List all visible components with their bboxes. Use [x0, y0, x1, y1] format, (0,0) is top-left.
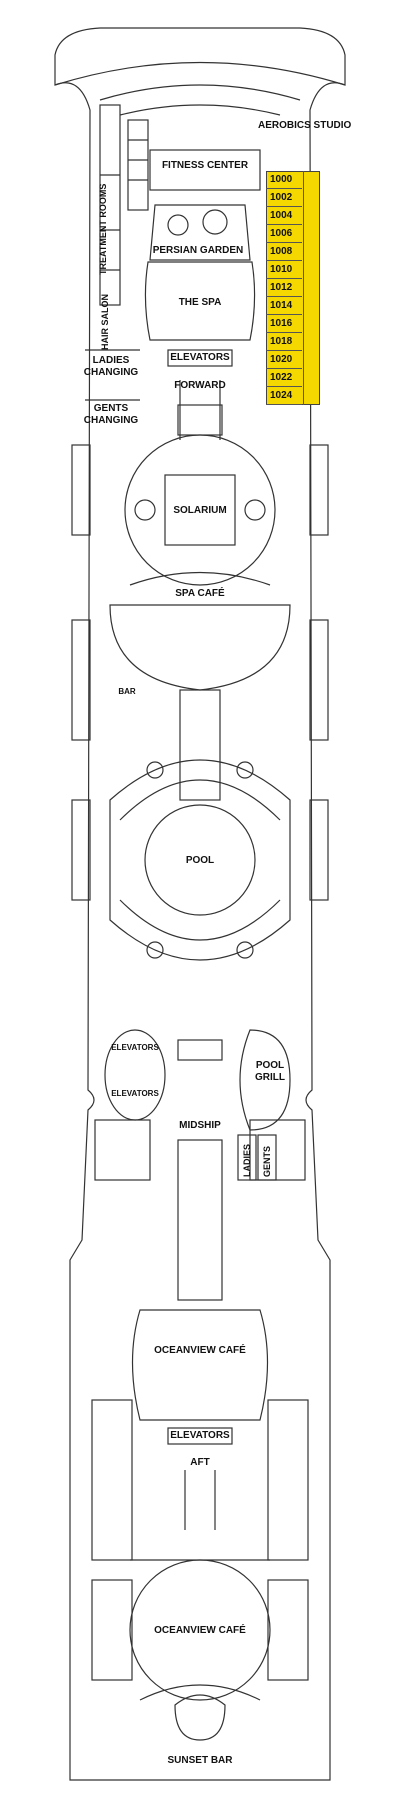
elevators-forward-label[interactable]: ELEVATORS — [170, 352, 230, 363]
cabin-1020[interactable]: 1020 — [266, 351, 302, 369]
cabin-1024[interactable]: 1024 — [266, 387, 302, 405]
pool-grill-label: POOL GRILL — [255, 1060, 285, 1083]
treatment-rooms-label: TREATMENT ROOMS — [98, 183, 108, 275]
elevators-mid-2-label[interactable]: ELEVATORS — [111, 1089, 159, 1098]
aft-label: AFT — [190, 1457, 210, 1468]
aerobics-studio-label: AEROBICS STUDIO — [258, 120, 352, 131]
gents-changing-label: GENTS CHANGING — [83, 403, 139, 426]
cabin-1012[interactable]: 1012 — [266, 279, 302, 297]
the-spa-label: THE SPA — [178, 297, 222, 308]
elevators-mid-1-label[interactable]: ELEVATORS — [111, 1043, 159, 1052]
midship-label: MIDSHIP — [179, 1120, 221, 1131]
hair-salon-label: HAIR SALON — [100, 294, 110, 350]
fitness-center-label: FITNESS CENTER — [161, 160, 249, 171]
cabin-1004[interactable]: 1004 — [266, 207, 302, 225]
cabin-block — [266, 171, 320, 405]
bar-label: BAR — [118, 687, 136, 696]
sunset-bar-label: SUNSET BAR — [167, 1755, 233, 1766]
ladies-label: LADIES — [242, 1143, 252, 1177]
cabin-divider — [303, 171, 304, 405]
solarium-label: SOLARIUM — [173, 505, 227, 516]
oceanview-cafe-1-label: OCEANVIEW CAFÉ — [154, 1345, 246, 1356]
pool-label: POOL — [185, 855, 215, 866]
hull-outline — [54, 27, 346, 1781]
cabin-1018[interactable]: 1018 — [266, 333, 302, 351]
oceanview-cafe-2-label: OCEANVIEW CAFÉ — [154, 1625, 246, 1636]
spa-cafe-label: SPA CAFÉ — [175, 588, 225, 599]
cabin-1022[interactable]: 1022 — [266, 369, 302, 387]
cabin-1014[interactable]: 1014 — [266, 297, 302, 315]
cabin-1006[interactable]: 1006 — [266, 225, 302, 243]
cabin-1000[interactable]: 1000 — [266, 171, 302, 189]
ladies-changing-label: LADIES CHANGING — [83, 355, 139, 378]
cabin-1002[interactable]: 1002 — [266, 189, 302, 207]
cabin-1010[interactable]: 1010 — [266, 261, 302, 279]
gents-label: GENTS — [262, 1145, 272, 1177]
cabin-1016[interactable]: 1016 — [266, 315, 302, 333]
persian-garden-label: PERSIAN GARDEN — [152, 245, 244, 256]
forward-label: FORWARD — [174, 380, 226, 391]
cabin-1008[interactable]: 1008 — [266, 243, 302, 261]
elevators-aft-label[interactable]: ELEVATORS — [170, 1430, 230, 1441]
